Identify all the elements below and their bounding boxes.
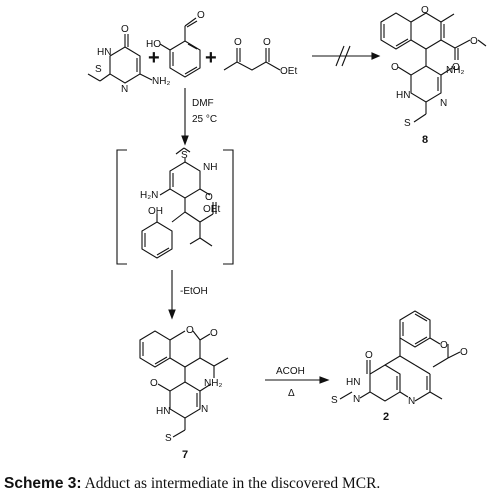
atom-label: H₂N <box>140 190 158 201</box>
atom-label: O <box>121 24 129 35</box>
product-8-structure <box>380 12 487 123</box>
atom-label: NH₂ <box>204 378 222 389</box>
atom-label: N <box>408 396 415 407</box>
atom-label: HN <box>396 90 410 101</box>
atom-label: NH <box>203 162 217 173</box>
caption-text: Adduct as intermediate in the discovered… <box>81 475 381 492</box>
etoh-arrow <box>168 270 176 320</box>
atom-label: O <box>197 10 205 21</box>
atom-label: O <box>440 340 448 351</box>
atom-label: NH₂ <box>152 76 170 87</box>
atom-label: O <box>460 347 468 358</box>
atom-label: O <box>186 325 194 336</box>
atom-label: O <box>234 37 242 48</box>
compound-7-structure <box>139 330 229 438</box>
scheme-labels: O HN NH₂ N S + HO O + O O OEt O O O O NH… <box>95 5 478 461</box>
atom-label: HN <box>156 406 170 417</box>
atom-label: O <box>150 378 158 389</box>
compound-number-2: 2 <box>383 411 389 423</box>
atom-label: N <box>201 404 208 415</box>
reaction-scheme: O HN NH₂ N S + HO O + O O OEt O O O O NH… <box>87 5 487 461</box>
pyrimidinone-reactant <box>87 34 153 84</box>
compound-number-7: 7 <box>182 449 188 461</box>
blocked-arrow <box>312 45 381 67</box>
atom-label: N <box>440 98 447 109</box>
plus-sign: + <box>205 47 217 69</box>
atom-label: HN <box>346 377 360 388</box>
atom-label: O <box>205 192 213 203</box>
intermediate-structure <box>141 147 217 259</box>
atom-label: N <box>121 84 128 95</box>
atom-label: O <box>210 328 218 339</box>
atom-label: S <box>165 433 172 444</box>
atom-label: S <box>95 64 102 75</box>
atom-label: NH₂ <box>446 65 464 76</box>
salicylaldehyde-reactant <box>159 17 201 78</box>
reagent-dmf: DMF <box>192 98 214 109</box>
atom-label: O <box>263 37 271 48</box>
atom-label: OEt <box>280 66 297 77</box>
atom-label: O <box>391 62 399 73</box>
atom-label: OEt <box>203 204 220 215</box>
atom-label: OH <box>148 206 163 217</box>
dmf-arrow <box>181 88 189 146</box>
reaction-temperature: 25 °C <box>192 114 217 125</box>
atom-label: S <box>181 150 188 161</box>
plus-sign: + <box>148 47 160 69</box>
compound-number-8: 8 <box>422 134 428 146</box>
atom-label: S <box>404 118 411 129</box>
atom-label: O <box>452 62 460 73</box>
atom-label: O <box>470 36 478 47</box>
caption-label: Scheme 3: <box>4 475 82 492</box>
reagent-acoh: ACOH <box>276 366 305 377</box>
atom-label: N <box>353 394 360 405</box>
atom-label: HN <box>97 47 111 58</box>
intermediate-brackets <box>116 149 234 265</box>
atom-label: O <box>421 5 429 16</box>
scheme-caption: Scheme 3: Adduct as intermediate in the … <box>4 475 489 493</box>
compound-2-structure <box>339 310 461 402</box>
acoh-arrow <box>265 376 330 384</box>
atom-label: HO <box>146 39 161 50</box>
atom-label: O <box>365 350 373 361</box>
heat-symbol: Δ <box>288 388 295 399</box>
reagent-etoh: -EtOH <box>180 286 208 297</box>
acetoacetate-reactant <box>223 48 281 71</box>
atom-label: S <box>331 395 338 406</box>
